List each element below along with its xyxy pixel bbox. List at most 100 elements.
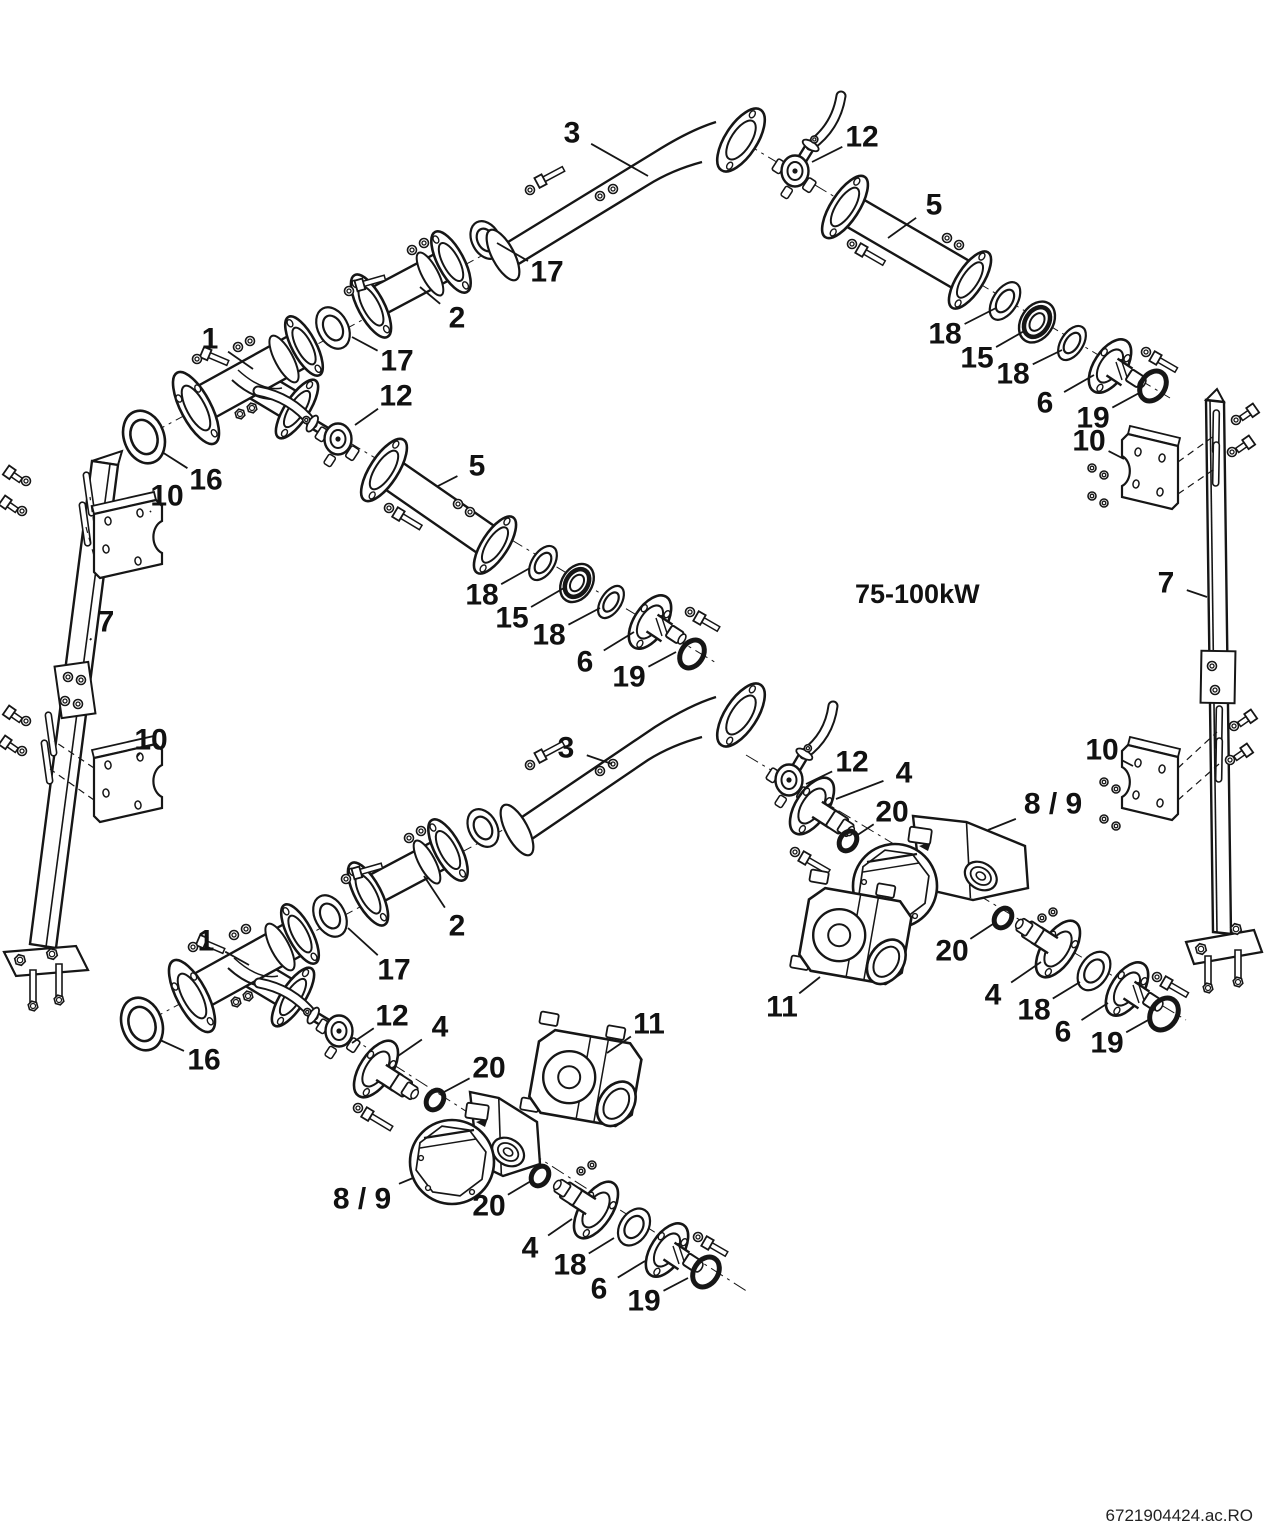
callout-part-10: 10 bbox=[150, 480, 183, 513]
callout-leader bbox=[568, 607, 601, 626]
callout-part-7: 7 bbox=[98, 606, 115, 639]
gasket-18 bbox=[528, 544, 558, 582]
callout-part-3: 3 bbox=[558, 732, 575, 765]
callout-part-12: 12 bbox=[845, 121, 878, 154]
callout-part-5: 5 bbox=[469, 450, 486, 483]
document-number: 6721904424.ac.RO bbox=[1106, 1506, 1253, 1525]
callout-part-10: 10 bbox=[134, 724, 167, 757]
washer bbox=[524, 759, 536, 771]
washer bbox=[1206, 660, 1218, 672]
washer bbox=[941, 232, 953, 244]
callout-part-18: 18 bbox=[1017, 994, 1050, 1027]
callout-part-18: 18 bbox=[996, 358, 1029, 391]
washer bbox=[301, 415, 311, 425]
callout-part-6: 6 bbox=[1055, 1016, 1072, 1049]
washer bbox=[20, 715, 32, 727]
callout-leader bbox=[603, 631, 635, 652]
washer bbox=[684, 606, 696, 618]
bolt bbox=[194, 933, 209, 950]
nut bbox=[53, 994, 65, 1006]
callout-part-7: 7 bbox=[1158, 567, 1175, 600]
callout-leader bbox=[347, 927, 379, 956]
callout-part-10: 10 bbox=[1072, 425, 1105, 458]
callout-leader bbox=[617, 1260, 646, 1279]
callout-leader bbox=[995, 329, 1027, 348]
callout-part-4: 4 bbox=[896, 757, 913, 790]
washer bbox=[20, 475, 32, 487]
callout-part-15: 15 bbox=[495, 602, 528, 635]
callout-leader bbox=[987, 818, 1017, 831]
washer bbox=[464, 506, 476, 518]
callout-leader bbox=[798, 976, 821, 995]
callout-part-4: 4 bbox=[985, 979, 1002, 1012]
callout-leader bbox=[354, 407, 379, 426]
bolt bbox=[1159, 975, 1174, 991]
nut bbox=[27, 1000, 39, 1012]
callout-leader bbox=[1186, 589, 1208, 598]
washer bbox=[452, 498, 464, 510]
nut bbox=[45, 947, 59, 961]
callout-part-2: 2 bbox=[449, 910, 466, 943]
nut bbox=[242, 990, 254, 1002]
bolt bbox=[390, 506, 406, 523]
bolt bbox=[1, 704, 17, 721]
callout-part-18: 18 bbox=[928, 318, 961, 351]
rail-slot bbox=[82, 471, 96, 517]
callout-leader bbox=[887, 217, 917, 239]
bolt bbox=[797, 850, 812, 866]
callout-part-20: 20 bbox=[472, 1190, 505, 1223]
washer bbox=[1111, 784, 1121, 794]
callout-part-18: 18 bbox=[465, 579, 498, 612]
callout-leader bbox=[530, 587, 565, 608]
washer bbox=[1230, 414, 1242, 426]
callout-leader bbox=[1121, 759, 1134, 767]
callout-part-12: 12 bbox=[835, 746, 868, 779]
washer bbox=[1111, 821, 1121, 831]
bracket-left-lower bbox=[49, 734, 164, 824]
washer bbox=[62, 671, 74, 683]
bolt bbox=[359, 1106, 375, 1123]
bolt bbox=[353, 277, 367, 293]
callout-leader bbox=[835, 780, 884, 800]
callout-part-11: 11 bbox=[633, 1008, 665, 1041]
washer bbox=[1087, 463, 1097, 473]
callout-part-18: 18 bbox=[532, 619, 565, 652]
rail-base-plate bbox=[2, 944, 90, 978]
washer bbox=[1140, 346, 1152, 358]
spacer-pipe-5 bbox=[384, 462, 495, 553]
bolt bbox=[1, 464, 17, 481]
washer bbox=[340, 873, 352, 885]
callout-part-20: 20 bbox=[875, 796, 908, 829]
callout-part-6: 6 bbox=[1037, 387, 1054, 420]
parts-layer bbox=[0, 90, 1264, 1290]
callout-part-1: 1 bbox=[202, 323, 219, 356]
bolt bbox=[1148, 350, 1163, 366]
washer bbox=[244, 335, 256, 347]
bracket-left-upper bbox=[85, 490, 164, 580]
callout-leader bbox=[496, 242, 529, 262]
pump-drum bbox=[408, 1118, 496, 1206]
bolt bbox=[0, 734, 13, 751]
bolt bbox=[1239, 742, 1255, 759]
gasket-17 bbox=[466, 808, 500, 848]
nut bbox=[1194, 942, 1208, 956]
callout-leader bbox=[227, 350, 254, 370]
callout-leader bbox=[606, 1035, 632, 1054]
bolt bbox=[1243, 708, 1259, 725]
callout-part-20: 20 bbox=[935, 935, 968, 968]
o-ring-19 bbox=[690, 1254, 722, 1290]
washer bbox=[1151, 971, 1163, 983]
callout-part-19: 19 bbox=[627, 1285, 660, 1318]
callout-leader bbox=[443, 1077, 471, 1093]
callout-leader bbox=[1111, 391, 1142, 409]
washer bbox=[594, 765, 606, 777]
washer bbox=[1099, 777, 1109, 787]
callout-part-17: 17 bbox=[380, 345, 413, 378]
callout-leader bbox=[398, 1177, 414, 1185]
washer bbox=[383, 502, 395, 514]
callout-part-6: 6 bbox=[577, 646, 594, 679]
washer bbox=[415, 825, 427, 837]
bolt bbox=[1245, 402, 1261, 419]
